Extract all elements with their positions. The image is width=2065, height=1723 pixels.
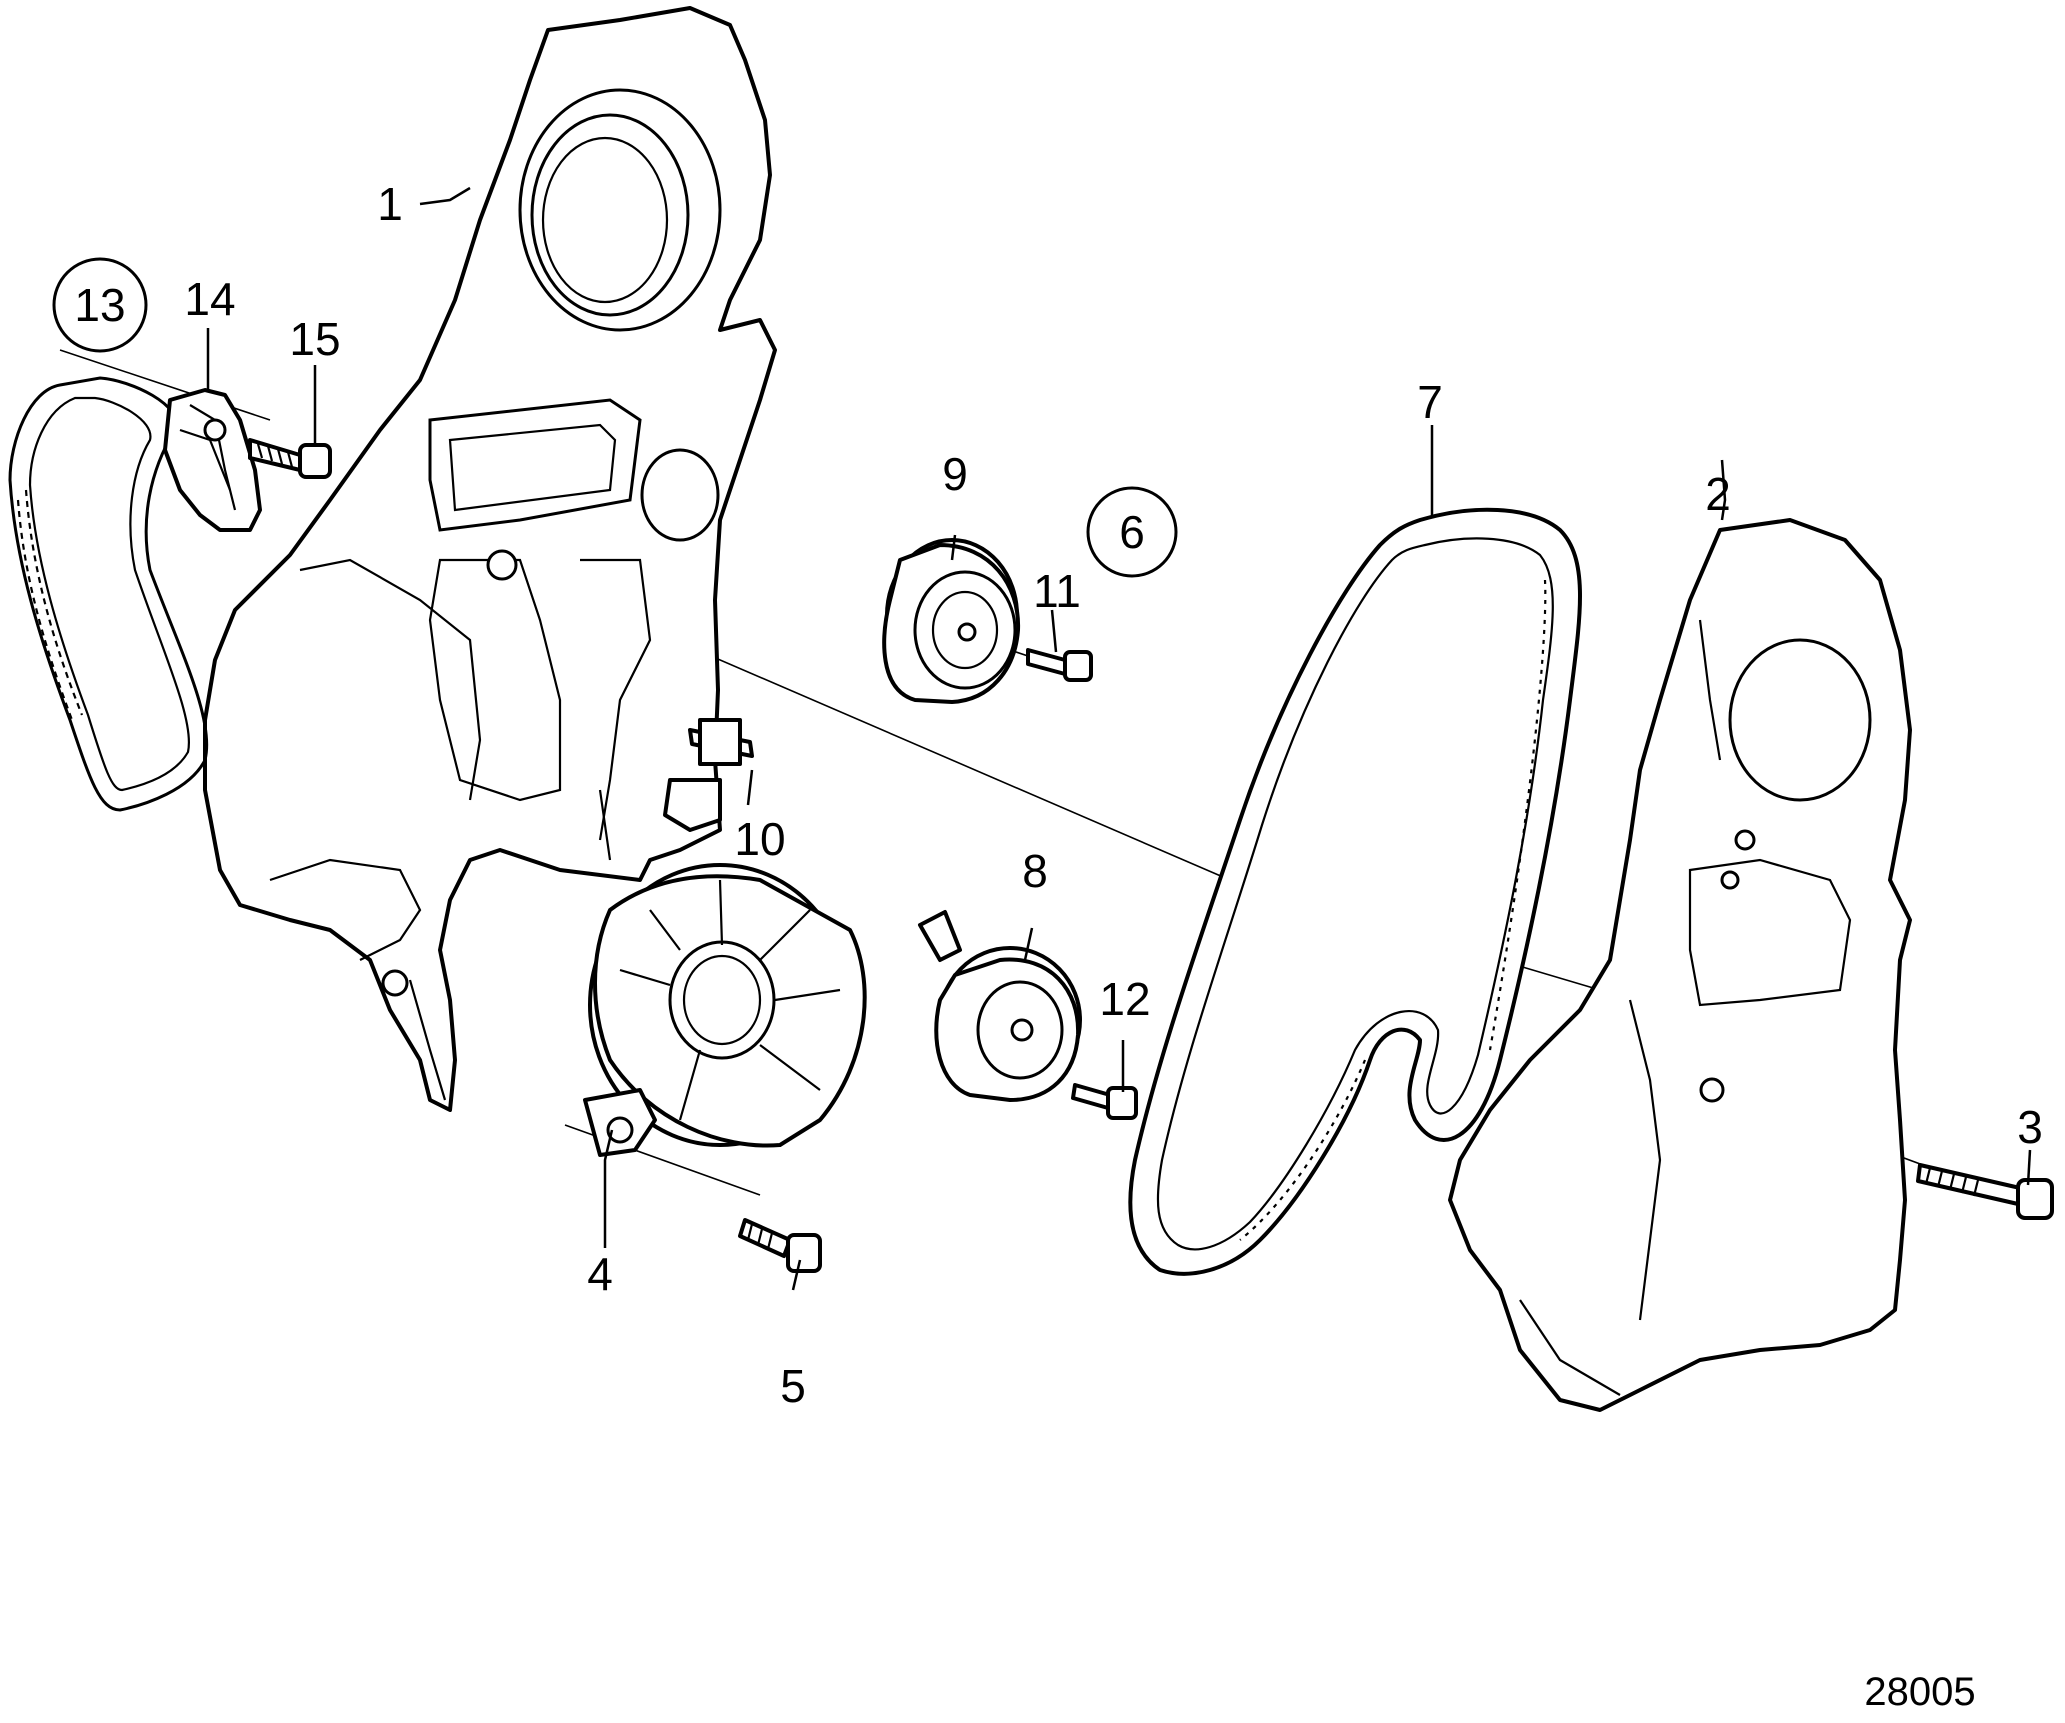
callout-8: 8	[1022, 845, 1048, 897]
callout-2: 2	[1705, 468, 1731, 520]
callout-13: 13	[74, 279, 125, 331]
callout-15: 15	[289, 313, 340, 365]
callout-labels: 1 2 3 4 5 6 7 8 9 10 11 12 13 14 15	[52, 178, 2043, 1412]
figure-number: 28005	[1864, 1670, 1975, 1714]
tensioner-bolt	[248, 438, 332, 479]
callout-12: 12	[1099, 973, 1150, 1025]
outer-timing-cover	[1448, 518, 1912, 1412]
callout-13-circle	[52, 257, 148, 353]
callout-7: 7	[1417, 376, 1443, 428]
callout-leaders	[206, 186, 2032, 1291]
callout-6: 6	[1119, 506, 1145, 558]
camshaft-sprocket-hub	[583, 863, 867, 1157]
cover-bolt-long	[1916, 1163, 2054, 1220]
callout-3: 3	[2017, 1101, 2043, 1153]
cover-bolt	[663, 718, 754, 832]
callout-10: 10	[734, 813, 785, 865]
callout-4: 4	[587, 1248, 613, 1300]
belt-tensioner-pulley	[918, 910, 1082, 1102]
callout-5: 5	[780, 1360, 806, 1412]
callout-6-circle	[1086, 486, 1178, 578]
callout-9: 9	[942, 448, 968, 500]
callout-1: 1	[377, 178, 403, 230]
timing-belt	[1128, 507, 1582, 1276]
idler-pulley	[882, 538, 1021, 704]
callout-14: 14	[184, 273, 235, 325]
idler-bolt	[1026, 648, 1093, 682]
chain-tensioner	[163, 388, 262, 532]
callout-11: 11	[1033, 565, 1081, 617]
oil-pump-chain	[8, 376, 209, 812]
tensioner-bolt-12	[1071, 1083, 1138, 1120]
inner-timing-cover	[203, 6, 777, 1112]
hub-bolt	[738, 1218, 822, 1273]
